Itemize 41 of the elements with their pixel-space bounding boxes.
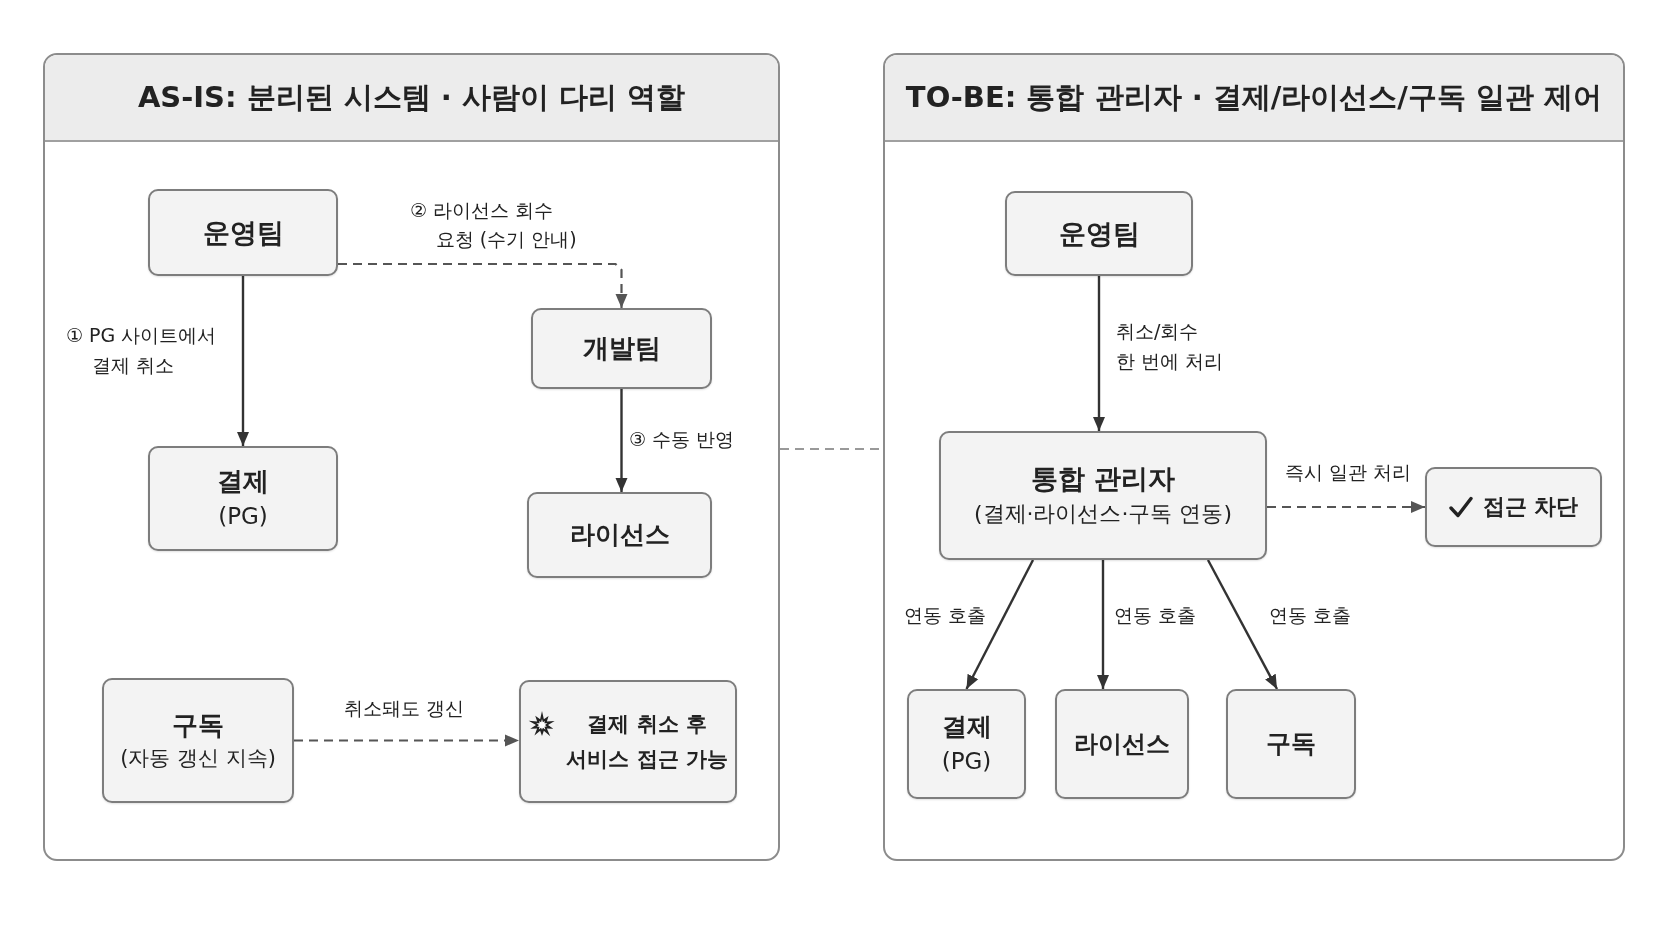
process-box	[1055, 689, 1189, 799]
node-text: 결제 취소 후 서비스 접근 가능	[566, 710, 728, 773]
panel	[883, 53, 1625, 861]
arrow	[237, 276, 249, 446]
process-box	[148, 446, 338, 551]
process-box	[1005, 191, 1193, 276]
node-title: 결제	[217, 465, 269, 498]
node-title: 구독	[172, 708, 224, 742]
node-title: 구독	[1266, 728, 1316, 760]
arrow	[1097, 560, 1109, 689]
process-box	[939, 431, 1267, 560]
node-subtitle: (PG)	[218, 501, 268, 531]
arrow	[615, 389, 628, 492]
node-subtitle: (PG)	[941, 746, 992, 776]
process-box	[531, 308, 712, 389]
node-title: 라이선스	[569, 519, 670, 551]
process-box	[148, 189, 338, 276]
arrow	[1267, 501, 1425, 513]
arrow	[1206, 559, 1279, 690]
node-text: 접근 차단	[1482, 492, 1579, 521]
process-box	[519, 680, 737, 803]
node-title: 결제	[941, 711, 992, 743]
node-title: 운영팀	[1058, 216, 1140, 251]
node-subtitle: (자동 갱신 지속)	[120, 745, 276, 773]
process-box	[102, 678, 294, 803]
process-box	[527, 492, 712, 578]
node-subtitle: (결제·라이선스·구독 연동)	[973, 500, 1233, 529]
process-box	[907, 689, 1026, 799]
node-title: 개발팀	[582, 332, 661, 365]
arrow	[294, 734, 519, 747]
process-box	[1425, 467, 1602, 547]
panel	[43, 53, 780, 861]
node-title: 통합 관리자	[1030, 462, 1176, 497]
panel-title: TO-BE: 통합 관리자 · 결제/라이선스/구독 일관 제어	[905, 78, 1603, 116]
node-title: 라이선스	[1074, 729, 1170, 759]
arrow	[338, 262, 628, 308]
process-box	[1226, 689, 1356, 799]
arrow	[965, 559, 1035, 690]
arrow	[1093, 276, 1105, 431]
panel-title: AS-IS: 분리된 시스템 · 사람이 다리 역할	[137, 78, 686, 116]
node-title: 운영팀	[202, 215, 284, 250]
